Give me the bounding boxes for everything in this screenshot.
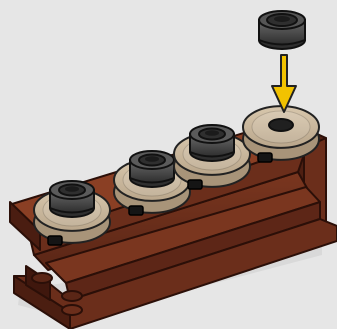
plate-cap — [130, 151, 174, 187]
arrow-group — [272, 55, 296, 112]
cap-icon — [259, 11, 305, 49]
plate-socket — [269, 119, 293, 131]
clip — [48, 236, 62, 245]
clip — [258, 153, 272, 162]
plate-4 — [243, 106, 319, 160]
clip — [129, 206, 143, 215]
plate-cap — [50, 181, 94, 217]
arrow-down-icon — [272, 55, 296, 112]
plate-cap — [190, 125, 234, 161]
clip — [188, 180, 202, 189]
